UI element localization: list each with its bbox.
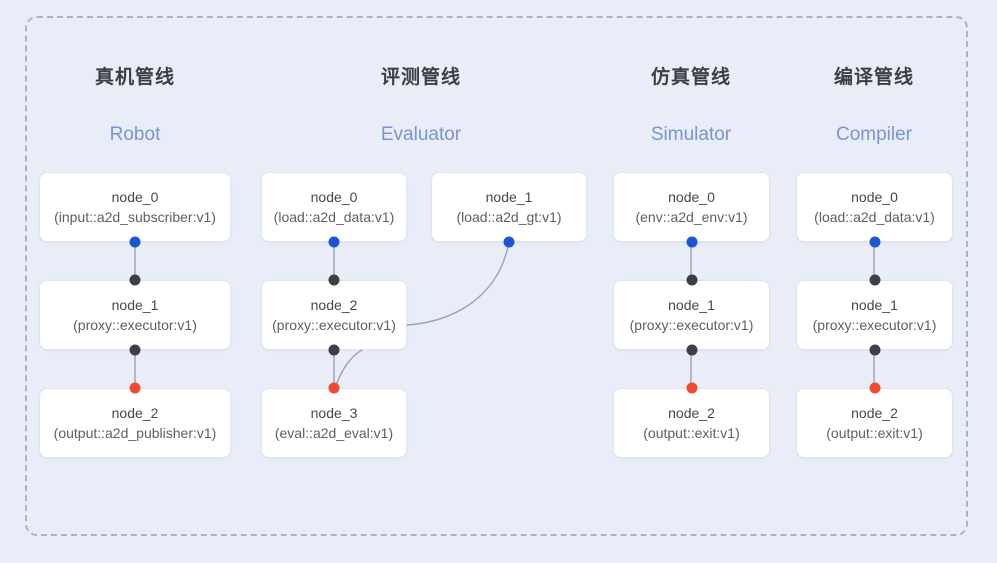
port-intermediate-bottom[interactable] [328, 344, 340, 356]
port-output-top[interactable] [129, 382, 141, 394]
node-spec-label: (output::exit:v1) [643, 424, 740, 441]
node-name-label: node_2 [310, 296, 358, 313]
node-box-robot-node_2[interactable]: node_2(output::a2d_publisher:v1) [39, 388, 231, 458]
port-output-top[interactable] [686, 382, 697, 394]
node-name-label: node_2 [851, 404, 898, 421]
column-title-en-robot: Robot [109, 124, 161, 145]
port-input-bottom[interactable] [503, 236, 515, 248]
port-input-bottom[interactable] [328, 236, 340, 248]
node-name-label: node_1 [668, 296, 715, 313]
port-intermediate-top[interactable] [129, 274, 141, 286]
dashed-group-frame [25, 16, 968, 536]
port-input-bottom[interactable] [129, 236, 141, 248]
node-spec-label: (env::a2d_env:v1) [635, 208, 748, 225]
port-intermediate-bottom[interactable] [129, 344, 141, 356]
node-spec-label: (input::a2d_subscriber:v1) [54, 208, 216, 225]
node-name-label: node_1 [111, 296, 159, 313]
column-title-en-simulator: Simulator [650, 124, 732, 145]
node-spec-label: (proxy::executor:v1) [73, 316, 197, 333]
port-output-top[interactable] [869, 382, 880, 394]
column-title-cn-evaluator: 评测管线 [380, 67, 461, 88]
node-box-simulator-node_2[interactable]: node_2(output::exit:v1) [613, 388, 770, 458]
node-box-evaluator-node_3[interactable]: node_3(eval::a2d_eval:v1) [261, 388, 407, 458]
port-input-bottom[interactable] [686, 236, 697, 248]
node-name-label: node_1 [851, 296, 898, 313]
node-spec-label: (proxy::executor:v1) [812, 316, 937, 333]
port-intermediate-bottom[interactable] [869, 344, 880, 356]
node-box-robot-node_1[interactable]: node_1(proxy::executor:v1) [39, 280, 231, 350]
column-title-cn-robot: 真机管线 [94, 67, 175, 88]
node-name-label: node_0 [310, 188, 358, 205]
port-output-top[interactable] [328, 382, 340, 394]
node-name-label: node_2 [668, 404, 715, 421]
node-box-evaluator-node_1[interactable]: node_1(load::a2d_gt:v1) [431, 172, 587, 242]
port-intermediate-top[interactable] [869, 274, 880, 286]
column-title-cn-compiler: 编译管线 [833, 67, 914, 88]
node-box-simulator-node_1[interactable]: node_1(proxy::executor:v1) [613, 280, 770, 350]
node-spec-label: (eval::a2d_eval:v1) [274, 424, 394, 441]
edge-eval-gt-to-exec [406, 241, 510, 326]
node-name-label: node_0 [851, 188, 898, 205]
node-name-label: node_3 [310, 404, 358, 421]
node-box-evaluator-node_2[interactable]: node_2(proxy::executor:v1) [261, 280, 407, 350]
node-name-label: node_0 [668, 188, 715, 205]
node-spec-label: (load::a2d_gt:v1) [456, 208, 562, 225]
node-box-compiler-node_1[interactable]: node_1(proxy::executor:v1) [796, 280, 953, 350]
node-spec-label: (load::a2d_data:v1) [814, 208, 935, 225]
edge-eval-gt-to-eval-node [334, 347, 367, 389]
node-box-compiler-node_2[interactable]: node_2(output::exit:v1) [796, 388, 953, 458]
node-box-compiler-node_0[interactable]: node_0(load::a2d_data:v1) [796, 172, 953, 242]
node-spec-label: (output::a2d_publisher:v1) [53, 424, 217, 441]
node-spec-label: (proxy::executor:v1) [272, 316, 396, 333]
node-box-simulator-node_0[interactable]: node_0(env::a2d_env:v1) [613, 172, 770, 242]
node-box-robot-node_0[interactable]: node_0(input::a2d_subscriber:v1) [39, 172, 231, 242]
column-title-en-evaluator: Evaluator [380, 124, 462, 145]
column-title-en-compiler: Compiler [835, 124, 913, 145]
node-name-label: node_2 [111, 404, 159, 421]
port-intermediate-top[interactable] [686, 274, 697, 286]
node-box-evaluator-node_0[interactable]: node_0(load::a2d_data:v1) [261, 172, 407, 242]
column-title-cn-simulator: 仿真管线 [650, 67, 731, 88]
port-input-bottom[interactable] [869, 236, 880, 248]
node-spec-label: (output::exit:v1) [826, 424, 923, 441]
node-name-label: node_0 [111, 188, 159, 205]
node-name-label: node_1 [485, 188, 533, 205]
port-intermediate-bottom[interactable] [686, 344, 697, 356]
node-spec-label: (load::a2d_data:v1) [273, 208, 395, 225]
port-intermediate-top[interactable] [328, 274, 340, 286]
node-spec-label: (proxy::executor:v1) [629, 316, 754, 333]
